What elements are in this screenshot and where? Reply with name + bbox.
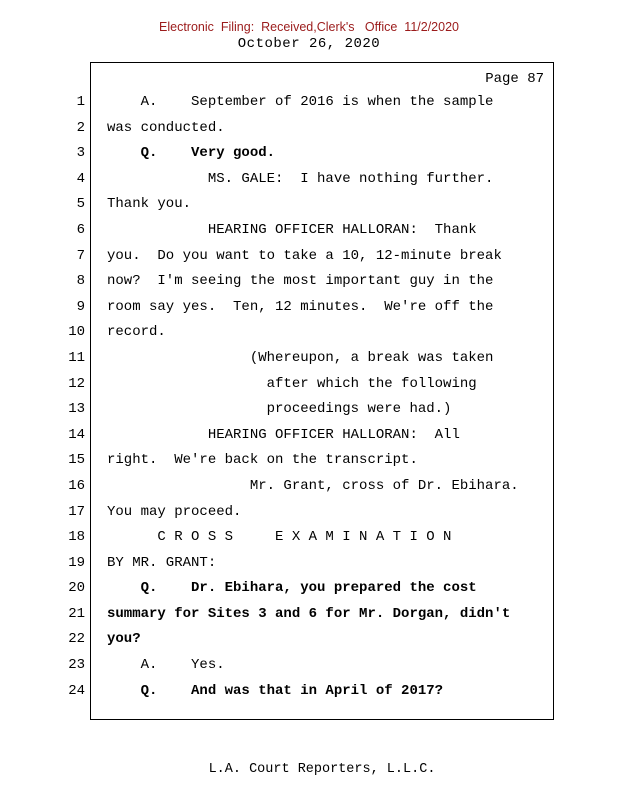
transcript-border-box — [90, 62, 554, 720]
line-number: 16 — [68, 477, 85, 494]
transcript-lines: 1 A. September of 2016 is when the sampl… — [0, 90, 618, 704]
line-number: 2 — [76, 119, 85, 136]
line-number: 13 — [68, 401, 85, 418]
line-text: Q. Dr. Ebihara, you prepared the cost — [107, 580, 477, 597]
line-text: HEARING OFFICER HALLORAN: Thank — [107, 221, 477, 238]
transcript-line: 8 now? I'm seeing the most important guy … — [0, 269, 618, 295]
line-text: MS. GALE: I have nothing further. — [107, 170, 494, 187]
line-number: 11 — [68, 349, 85, 366]
transcript-line: 20 Q. Dr. Ebihara, you prepared the cost — [0, 576, 618, 602]
transcript-line: 19 BY MR. GRANT: — [0, 551, 618, 577]
transcript-line: 17 You may proceed. — [0, 500, 618, 526]
transcript-line: 1 A. September of 2016 is when the sampl… — [0, 90, 618, 116]
line-text: C R O S S E X A M I N A T I O N — [107, 529, 452, 546]
transcript-line: 18 C R O S S E X A M I N A T I O N — [0, 525, 618, 551]
line-text: after which the following — [107, 375, 477, 392]
line-text: You may proceed. — [107, 503, 242, 520]
line-number: 21 — [68, 605, 85, 622]
line-number: 23 — [68, 657, 85, 674]
line-text: now? I'm seeing the most important guy i… — [107, 273, 494, 290]
transcript-line: 23 A. Yes. — [0, 653, 618, 679]
page-number-label: Page 87 — [485, 71, 544, 87]
line-text: record. — [107, 324, 166, 341]
line-text: BY MR. GRANT: — [107, 554, 217, 571]
transcript-line: 22 you? — [0, 627, 618, 653]
transcript-line: 14 HEARING OFFICER HALLORAN: All — [0, 423, 618, 449]
transcript-line: 12 after which the following — [0, 372, 618, 398]
line-text: Thank you. — [107, 196, 192, 213]
line-text: (Whereupon, a break was taken — [107, 349, 494, 366]
line-number: 7 — [76, 247, 85, 264]
line-number: 17 — [68, 503, 85, 520]
transcript-line: 16 Mr. Grant, cross of Dr. Ebihara. — [0, 474, 618, 500]
line-number: 8 — [76, 273, 85, 290]
transcript-line: 10 record. — [0, 320, 618, 346]
reporter-footer: L.A. Court Reporters, L.L.C. 312-419-929… — [90, 731, 554, 800]
electronic-filing-stamp: Electronic Filing: Received,Clerk's Offi… — [159, 20, 459, 34]
line-number: 24 — [68, 682, 85, 699]
line-text: A. September of 2016 is when the sample — [107, 94, 494, 110]
transcript-line: 15 right. We're back on the transcript. — [0, 448, 618, 474]
transcript-line: 21 summary for Sites 3 and 6 for Mr. Dorg… — [0, 602, 618, 628]
transcript-line: 3 Q. Very good. — [0, 141, 618, 167]
reporter-company: L.A. Court Reporters, L.L.C. — [208, 762, 436, 777]
line-text: you. Do you want to take a 10, 12-minute… — [107, 247, 502, 264]
transcript-line: 2 was conducted. — [0, 116, 618, 142]
line-number: 20 — [68, 580, 85, 597]
line-number: 22 — [68, 631, 85, 648]
line-number: 15 — [68, 452, 85, 469]
line-number: 19 — [68, 554, 85, 571]
transcript-line: 24 Q. And was that in April of 2017? — [0, 679, 618, 705]
line-text: Q. And was that in April of 2017? — [107, 682, 444, 699]
line-number: 10 — [68, 324, 85, 341]
line-number: 3 — [76, 145, 85, 162]
line-text: HEARING OFFICER HALLORAN: All — [107, 426, 460, 443]
line-text: summary for Sites 3 and 6 for Mr. Dorgan… — [107, 605, 511, 622]
transcript-line: 4 MS. GALE: I have nothing further. — [0, 167, 618, 193]
line-text: A. Yes. — [107, 657, 225, 674]
hearing-date: October 26, 2020 — [237, 36, 381, 52]
line-number: 1 — [76, 94, 85, 110]
transcript-line: 7 you. Do you want to take a 10, 12-minut… — [0, 244, 618, 270]
transcript-line: 5 Thank you. — [0, 192, 618, 218]
line-number: 6 — [76, 221, 85, 238]
line-number: 4 — [76, 170, 85, 187]
line-text: was conducted. — [107, 119, 225, 136]
line-text: Mr. Grant, cross of Dr. Ebihara. — [107, 477, 519, 494]
line-number: 9 — [76, 298, 85, 315]
transcript-line: 13 proceedings were had.) — [0, 397, 618, 423]
transcript-line: 9 room say yes. Ten, 12 minutes. We're of… — [0, 295, 618, 321]
line-number: 5 — [76, 196, 85, 213]
line-text: Q. Very good. — [107, 145, 276, 162]
line-text: right. We're back on the transcript. — [107, 452, 418, 469]
line-number: 14 — [68, 426, 85, 443]
line-number: 12 — [68, 375, 85, 392]
transcript-line: 6 HEARING OFFICER HALLORAN: Thank — [0, 218, 618, 244]
line-text: you? — [107, 631, 141, 648]
line-text: proceedings were had.) — [107, 401, 452, 418]
line-text: room say yes. Ten, 12 minutes. We're off… — [107, 298, 494, 315]
transcript-line: 11 (Whereupon, a break was taken — [0, 346, 618, 372]
line-number: 18 — [68, 529, 85, 546]
